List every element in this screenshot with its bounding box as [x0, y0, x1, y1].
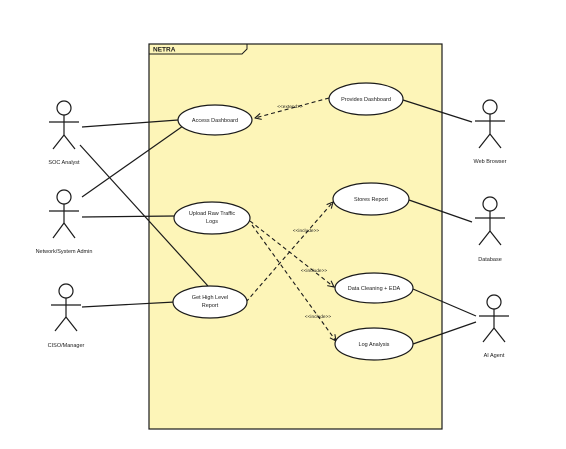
assoc-admin-access	[81, 125, 184, 198]
use-case-label-line1: Upload Raw Traffic	[189, 211, 236, 217]
actor-web-browser[interactable]	[475, 99, 505, 149]
actor-label-database: Database	[478, 257, 502, 263]
actor-ai-agent[interactable]	[479, 294, 509, 343]
actor-ciso[interactable]	[51, 283, 81, 332]
include-line-upload-analysis	[251, 224, 336, 341]
use-case-label: Provides Dashboard	[341, 97, 391, 103]
use-case-log-analysis[interactable]: Log Analysis	[334, 327, 414, 361]
use-case-get-report[interactable]: Get High Level Report	[172, 285, 248, 319]
use-case-label: Access Dashboard	[192, 118, 238, 124]
use-case-label: Log Analysis	[359, 342, 390, 348]
extend-label: <<extend>>	[277, 104, 303, 110]
include-label-3: <<include>>	[305, 314, 332, 320]
dependency-labels: <<extend>> <<include>> <<include>> <<inc…	[277, 104, 331, 320]
actor-soc-analyst[interactable]	[49, 100, 79, 150]
use-case-upload-logs[interactable]: Upload Raw Traffic Logs	[173, 201, 251, 235]
actor-network-admin[interactable]	[49, 189, 79, 239]
actor-label-ai-agent: AI Agent	[484, 353, 505, 359]
actor-label-ciso: CISO/Manager	[48, 343, 85, 349]
use-case-label: Stores Report	[354, 197, 388, 203]
use-case-stores-report[interactable]: Stores Report	[332, 182, 410, 216]
associations	[79, 99, 477, 345]
use-case-data-cleaning[interactable]: Data Cleaning + EDA	[334, 272, 414, 304]
actor-label-network-admin: Network/System Admin	[36, 249, 93, 255]
assoc-soc-getreport	[79, 144, 209, 287]
use-case-label-line1: Get High Level	[192, 295, 228, 301]
assoc-provides-web	[402, 99, 473, 123]
use-case-label-line2: Logs	[206, 219, 218, 225]
dependencies	[245, 97, 336, 341]
system-title: NETRA	[153, 47, 176, 54]
use-case-label: Data Cleaning + EDA	[348, 286, 401, 292]
assoc-stores-db	[408, 199, 473, 223]
include-label-1: <<include>>	[293, 228, 320, 234]
include-line-upload-cleaning	[249, 220, 334, 287]
include-label-2: <<include>>	[301, 268, 328, 274]
actor-label-web-browser: Web Browser	[474, 159, 507, 165]
use-case-access-dashboard[interactable]: Access Dashboard	[177, 104, 253, 136]
assoc-admin-upload	[81, 215, 176, 218]
assoc-analysis-ai	[412, 321, 477, 345]
assoc-cleaning-ai	[412, 288, 477, 317]
actor-database[interactable]	[475, 196, 505, 246]
extend-line	[255, 97, 330, 118]
use-case-provides-dashboard[interactable]: Provides Dashboard	[328, 82, 404, 116]
actor-label-soc-analyst: SOC Analyst	[48, 160, 80, 166]
assoc-ciso-getreport	[81, 301, 176, 308]
assoc-soc-access	[81, 119, 179, 128]
use-case-label-line2: Report	[202, 303, 219, 309]
